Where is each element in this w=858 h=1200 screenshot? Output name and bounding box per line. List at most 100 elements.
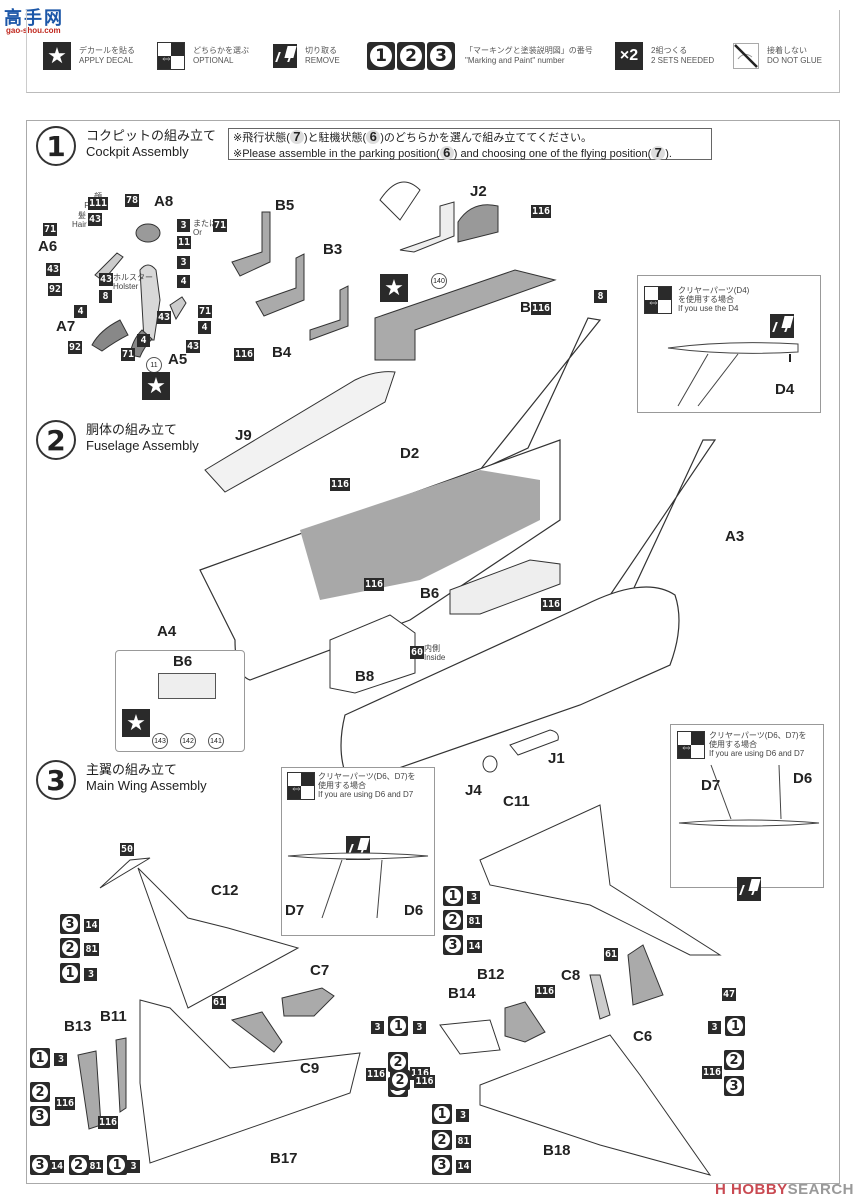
- color-code: 116: [702, 1066, 723, 1079]
- color-code: 61: [212, 996, 227, 1009]
- marking-row: 3: [724, 1076, 744, 1096]
- color-code: 43: [88, 213, 103, 226]
- part-c9: [230, 1011, 283, 1053]
- step-3-title-jp: 主翼の組み立て: [86, 762, 178, 777]
- color-code: 116: [366, 1068, 387, 1081]
- marking-row: 2: [388, 1052, 408, 1072]
- marking-number-icon: 1: [367, 42, 395, 70]
- watermark-logo: 高手网 gao-shou.com: [4, 4, 66, 36]
- step-1-title: コクピットの組み立て Cockpit Assembly: [86, 128, 216, 160]
- star-icon: ★: [122, 709, 150, 737]
- color-code: 4: [137, 334, 150, 347]
- color-code: 116: [98, 1116, 119, 1129]
- part-label-d7: D7: [285, 902, 305, 919]
- part-label-c7: C7: [310, 962, 330, 979]
- part-label-b14: B14: [448, 985, 476, 1002]
- color-code: 8: [594, 290, 607, 303]
- wing-b18: [479, 1034, 712, 1176]
- step-3-badge: 3: [36, 760, 76, 800]
- color-code: 11: [177, 236, 192, 249]
- step-2-title-en: Fuselage Assembly: [86, 438, 199, 453]
- part-label-a4: A4: [157, 623, 177, 640]
- decal-number: 143: [152, 733, 168, 749]
- part-label-d7: D7: [701, 777, 721, 794]
- color-code: 116: [531, 302, 552, 315]
- legend-en: OPTIONAL: [193, 56, 234, 65]
- part-label-b17: B17: [270, 1150, 298, 1167]
- step-1-badge: 1: [36, 126, 76, 166]
- part-label-b6: B6: [420, 585, 440, 602]
- color-code: 92: [68, 341, 83, 354]
- color-code: 116: [364, 578, 385, 591]
- note-jp: ※飛行状態(7)と駐機状態(6)のどちらかを選んで組み立ててください。: [233, 129, 593, 144]
- legend-en: APPLY DECAL: [79, 56, 133, 65]
- part-b12: [504, 1001, 546, 1043]
- marking-row: 3 1: [708, 1016, 746, 1036]
- legend-jp: 「マーキングと塗装説明図」の番号: [465, 46, 593, 55]
- color-code: 60: [410, 646, 425, 659]
- color-code: 4: [177, 275, 190, 288]
- legend-jp: 2組つくる: [651, 46, 688, 55]
- part-label-b11: B11: [100, 1008, 127, 1025]
- part-label-b5: B5: [275, 197, 295, 214]
- star-icon: ★: [43, 42, 71, 70]
- marking-row: 2 116: [390, 1070, 435, 1090]
- b6-panel: [158, 673, 216, 699]
- decal-number: 142: [180, 733, 196, 749]
- part-label-b8: B8: [355, 668, 375, 685]
- part-label-a3: A3: [725, 528, 745, 545]
- part-label-b12: B12: [477, 966, 505, 983]
- note-en: ※Please assemble in the parking position…: [233, 145, 672, 160]
- decal-number: 141: [208, 733, 224, 749]
- wing-c11: [479, 804, 722, 956]
- legend-jp: どちらかを選ぶ: [193, 46, 249, 55]
- part-j4: [482, 755, 498, 773]
- step-3-title-en: Main Wing Assembly: [86, 778, 207, 793]
- color-code: 71: [198, 305, 213, 318]
- no-glue-icon: [733, 43, 759, 69]
- marking-row: 1 3: [432, 1104, 470, 1124]
- part-label-b18: B18: [543, 1142, 571, 1159]
- marking-row: 1 3: [30, 1048, 68, 1068]
- cut-icon: [770, 314, 794, 338]
- part-label-b13: B13: [64, 1018, 92, 1035]
- marking-number-icon: 3: [427, 42, 455, 70]
- marking-row: 3 14: [432, 1155, 471, 1175]
- cockpit-tub: [374, 181, 557, 361]
- part-label-c9: C9: [300, 1060, 320, 1077]
- part-c6: [627, 944, 664, 1006]
- part-label-c12: C12: [211, 882, 239, 899]
- color-code: 116: [330, 478, 351, 491]
- color-code: 111: [88, 197, 109, 210]
- legend-en: "Marking and Paint" number: [465, 56, 565, 65]
- part-label-d6: D6: [793, 770, 813, 787]
- legend-en: REMOVE: [305, 56, 340, 65]
- optional-arrows-icon: ⇔: [157, 42, 185, 70]
- color-code: 116: [541, 598, 562, 611]
- optional-arrows-icon: ⇔: [677, 731, 705, 759]
- step-3-title: 主翼の組み立て Main Wing Assembly: [86, 762, 207, 794]
- color-code: 47: [722, 988, 737, 1001]
- hobby-search-watermark: H HOBBYSEARCH: [714, 1181, 854, 1198]
- color-code: 116: [234, 348, 255, 361]
- part-label-d6: D6: [404, 902, 424, 919]
- part-label-a8: A8: [154, 193, 174, 210]
- part-label-a5: A5: [168, 351, 188, 368]
- step-2-title: 胴体の組み立て Fuselage Assembly: [86, 422, 199, 454]
- color-code: 50: [120, 843, 135, 856]
- seat-parts: [231, 211, 349, 341]
- marking-row: 2: [724, 1050, 744, 1070]
- step-1-title-en: Cockpit Assembly: [86, 144, 189, 159]
- instruction-frame: [26, 120, 840, 1184]
- optional-arrows-icon: ⇔: [287, 772, 315, 800]
